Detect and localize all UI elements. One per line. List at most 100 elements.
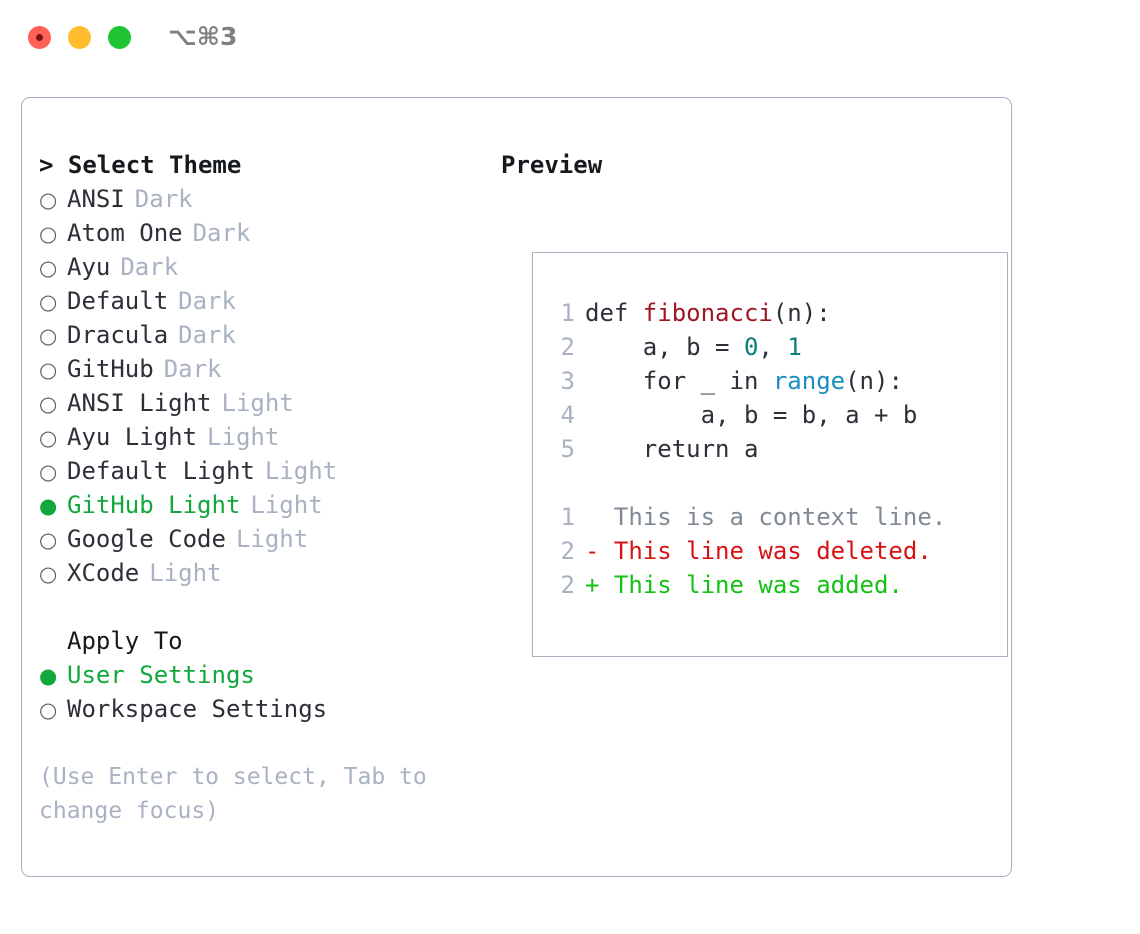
theme-item-6[interactable]: ○ ANSI Light Light [39,386,469,420]
code-token-plain: for _ in [585,367,773,395]
radio-unselected-icon: ○ [39,562,58,586]
theme-item-label: Dracula [67,321,169,349]
code-line-8: 2 + This line was added. [553,568,946,602]
theme-item-4[interactable]: ○ Dracula Dark [39,318,469,352]
maximize-window-button[interactable] [108,26,131,49]
theme-item-variant: Light [264,457,338,485]
theme-item-variant: Dark [178,321,236,349]
select-theme-heading: > Select Theme [39,151,242,179]
code-line-3: 4 a, b = b, a + b [553,398,946,432]
code-token-plain [585,469,599,497]
radio-unselected-icon: ○ [39,324,58,348]
theme-item-variant: Light [250,491,323,519]
theme-item-label: Atom One [67,219,183,247]
code-line-2: 3 for _ in range(n): [553,364,946,398]
preview-heading: Preview [501,151,603,179]
theme-item-label: Ayu Light [67,423,198,451]
line-number: 1 [560,299,575,327]
apply-item-label: Workspace Settings [67,695,328,723]
title-bar: ⌥⌘3 [0,0,1140,78]
theme-item-variant: Dark [120,253,179,281]
theme-item-variant: Light [235,525,309,553]
code-line-4: 5 return a [553,432,946,466]
code-token-del: - This line was deleted. [585,537,932,565]
code-line-1: 2 a, b = 0, 1 [553,330,946,364]
theme-item-3[interactable]: ○ Default Dark [39,284,469,318]
code-line-6: 1 This is a context line. [553,500,947,534]
radio-unselected-icon: ○ [39,426,58,450]
apply-item-1[interactable]: ○ Workspace Settings [39,692,469,726]
theme-item-2[interactable]: ○ Ayu Dark [39,250,469,284]
apply-to-heading: Apply To [67,627,183,655]
close-window-button[interactable] [28,26,51,49]
code-token-plain: def [585,299,643,327]
code-token-plain: return a [585,435,759,463]
code-line-5 [553,466,946,500]
radio-selected-icon: ● [39,664,58,688]
theme-item-label: Default Light [67,457,255,485]
code-token-plain: , [758,333,788,361]
keyboard-hint-text: (Use Enter to select, Tab to change focu… [39,764,427,824]
theme-item-7[interactable]: ○ Ayu Light Light [39,420,469,454]
radio-unselected-icon: ○ [39,460,58,484]
line-number: 2 [560,571,575,599]
line-number: 2 [560,537,575,565]
apply-to-list[interactable]: ● User Settings ○ Workspace Settings [39,658,469,726]
theme-item-label: GitHub [67,355,154,383]
theme-item-variant: Dark [134,185,193,213]
line-number: 2 [560,333,575,361]
theme-item-variant: Dark [163,355,222,383]
radio-unselected-icon: ○ [39,222,58,246]
apply-item-label: User Settings [67,661,255,689]
code-line-7: 2 - This line was deleted. [553,534,946,568]
theme-item-variant: Light [221,389,294,417]
line-number: 3 [560,367,575,395]
theme-item-8[interactable]: ○ Default Light Light [39,454,469,488]
code-token-ctx: This is a context line. [585,503,947,531]
code-token-add: + This line was added. [585,571,903,599]
code-token-num: 1 [787,333,802,361]
code-token-builtin: range [772,367,846,395]
theme-item-11[interactable]: ○ XCode Light [39,556,469,590]
theme-item-9[interactable]: ● GitHub Light Light [39,488,469,522]
radio-unselected-icon: ○ [39,290,58,314]
minimize-window-button[interactable] [68,26,91,49]
theme-item-label: ANSI Light [67,389,212,417]
radio-unselected-icon: ○ [39,256,58,280]
apply-item-0[interactable]: ● User Settings [39,658,469,692]
code-token-plain: a, b = b, a + b [585,401,918,429]
radio-unselected-icon: ○ [39,358,58,382]
theme-item-label: ANSI [67,185,125,213]
theme-item-variant: Light [207,423,280,451]
theme-item-label: Ayu [67,253,111,281]
keyboard-shortcut-label: ⌥⌘3 [168,22,238,51]
radio-unselected-icon: ○ [39,698,58,722]
theme-item-label: Google Code [67,525,226,553]
line-number: 5 [560,435,575,463]
list-spacer [39,590,469,624]
theme-item-label: GitHub Light [67,491,241,519]
radio-unselected-icon: ○ [39,528,58,552]
theme-item-variant: Dark [192,219,251,247]
theme-item-variant: Dark [178,287,236,315]
theme-item-label: XCode [67,559,140,587]
theme-item-5[interactable]: ○ GitHub Dark [39,352,469,386]
theme-item-variant: Light [149,559,222,587]
radio-selected-icon: ● [39,494,58,518]
theme-item-label: Default [67,287,169,315]
radio-unselected-icon: ○ [39,392,58,416]
line-number: 1 [560,503,575,531]
code-token-plain: a, b = [585,333,744,361]
theme-item-1[interactable]: ○ Atom One Dark [39,216,469,250]
window-controls [28,26,131,49]
theme-item-10[interactable]: ○ Google Code Light [39,522,469,556]
